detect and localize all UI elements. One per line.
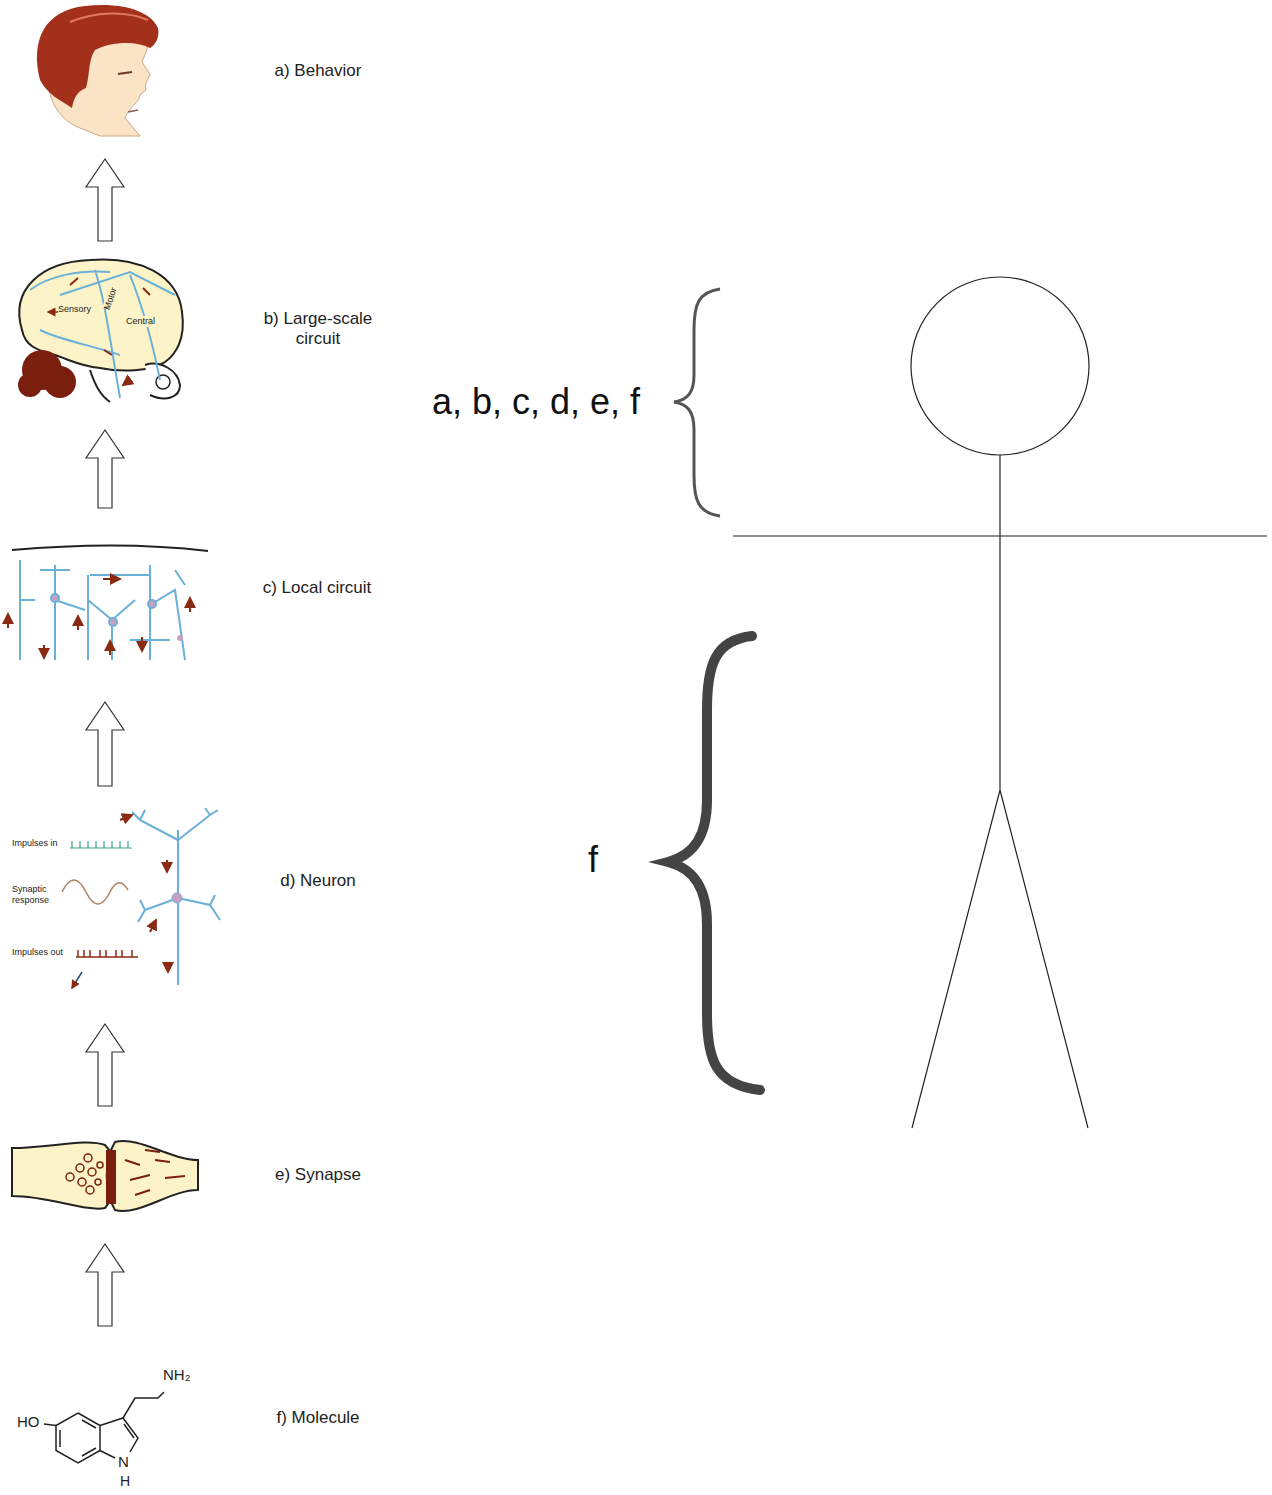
- synapse-illustration: [12, 1141, 198, 1211]
- level-label: a) Behavior: [258, 61, 378, 81]
- molecule-level: f) Molecule HO NH₂ NH: [5, 1330, 380, 1492]
- local-circuit-level: c) Local circuit: [5, 512, 380, 698]
- level-label: c) Local circuit: [258, 578, 376, 598]
- level-label: b) Large-scale circuit: [258, 309, 378, 350]
- head-illustration: [37, 5, 158, 136]
- illustration-text: Motor: [102, 279, 122, 311]
- behavior-level: a) Behavior: [5, 5, 380, 155]
- hollow-arrow: [86, 702, 124, 786]
- hollow-arrow: [86, 159, 124, 241]
- illustration-text: Synaptic response: [12, 884, 58, 906]
- large-scale-circuit-level: b) Large-scale circuit Sensory MotorCentra…: [5, 245, 380, 426]
- bracket-label: a, b, c, d, e, f: [432, 382, 640, 422]
- curly-bracket: [668, 636, 760, 1090]
- hollow-arrow: [86, 430, 124, 508]
- hollow-arrow: [86, 1024, 124, 1106]
- illustration-text: NH₂: [163, 1366, 199, 1384]
- level-label: d) Neuron: [258, 871, 378, 891]
- hollow-arrow: [86, 1244, 124, 1326]
- illustration-text: H: [120, 1473, 134, 1490]
- illustration-text: Impulses in: [12, 838, 70, 849]
- illustration-text: Central: [126, 316, 162, 327]
- level-label: f) Molecule: [258, 1408, 378, 1428]
- brain-illustration: [18, 259, 183, 402]
- level-label: e) Synapse: [258, 1165, 378, 1185]
- bracket-label: f: [588, 840, 598, 880]
- illustration-text: Sensory: [58, 304, 98, 315]
- curly-bracket: [674, 289, 720, 516]
- illustration-text: N: [118, 1453, 132, 1471]
- serotonin-structure: [44, 1392, 164, 1463]
- neuron-illustration: [62, 808, 220, 988]
- synapse-level: e) Synapse: [5, 1110, 380, 1240]
- neuron-level: d) Neuron Impulses in Synaptic responseImp…: [5, 790, 380, 1020]
- illustration-text: Impulses out: [12, 947, 74, 958]
- stick-figure: [733, 277, 1267, 1128]
- illustration-text: HO: [17, 1413, 45, 1431]
- local-circuit-illustration: [8, 546, 208, 660]
